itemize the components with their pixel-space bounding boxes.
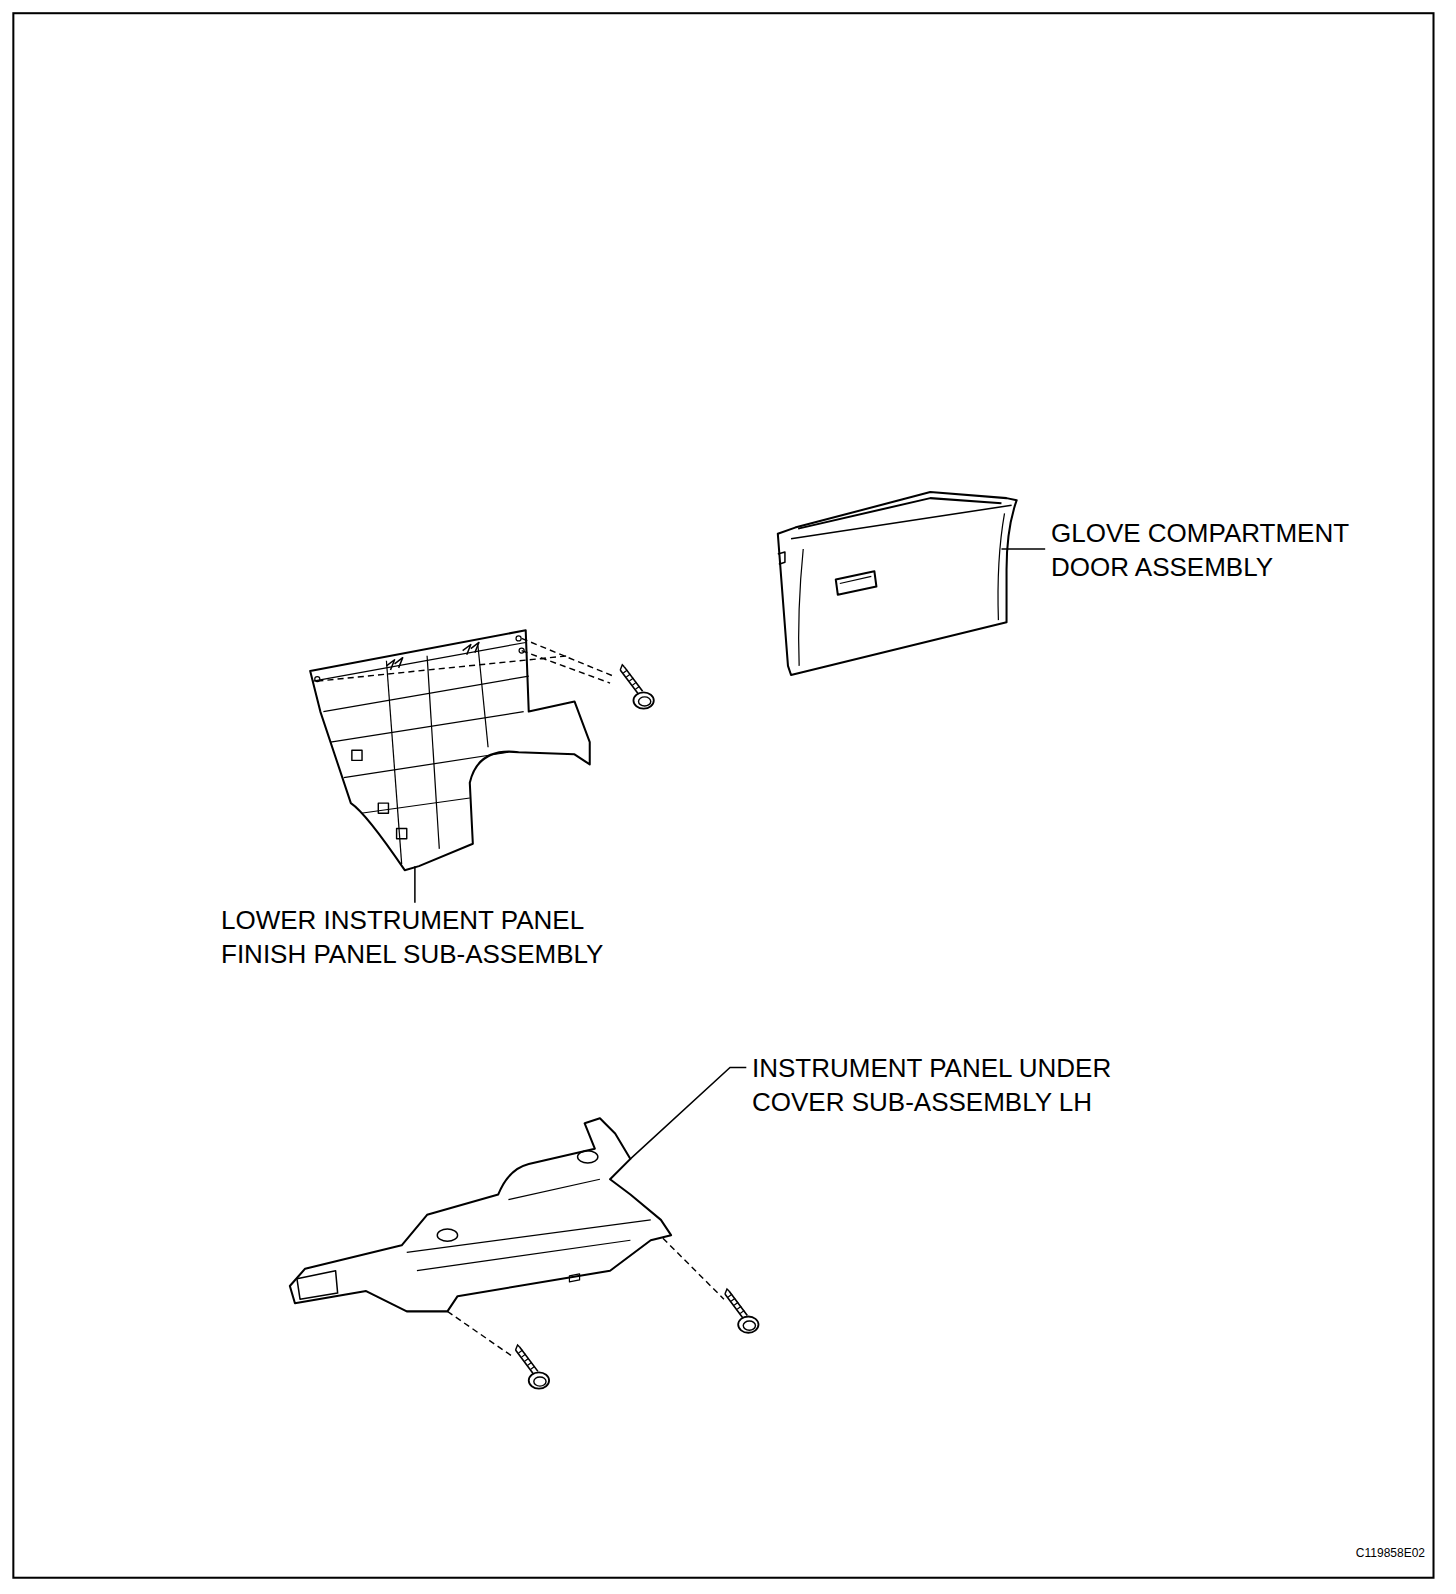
dashed-line [447, 1238, 724, 1357]
dashed-line [317, 638, 613, 683]
part-name: INSTRUMENT PANEL UNDER COVER SUB-ASSEMBL… [752, 1051, 1172, 1119]
leader-line [1001, 548, 1045, 550]
leader-line [630, 1067, 746, 1158]
finish-panel [310, 630, 590, 870]
frame [13, 13, 1433, 1578]
part-label-box: LOWER INSTRUMENT PANEL FINISH PANEL SUB-… [221, 903, 646, 971]
part-label-box: GLOVE COMPARTMENT DOOR ASSEMBLY [1051, 516, 1396, 584]
bolt [516, 1345, 550, 1389]
part-name: GLOVE COMPARTMENT DOOR ASSEMBLY [1051, 516, 1396, 584]
glove-box [778, 492, 1017, 675]
bolt [620, 665, 654, 709]
leader-line [414, 866, 416, 903]
figure-code: C119858E02 [1300, 1546, 1425, 1561]
part-name: LOWER INSTRUMENT PANEL FINISH PANEL SUB-… [221, 903, 646, 971]
under-cover [290, 1118, 671, 1311]
bolt [725, 1289, 759, 1333]
part-label-box: C119858E02 [1300, 1546, 1425, 1561]
part-label-box: INSTRUMENT PANEL UNDER COVER SUB-ASSEMBL… [752, 1051, 1172, 1119]
